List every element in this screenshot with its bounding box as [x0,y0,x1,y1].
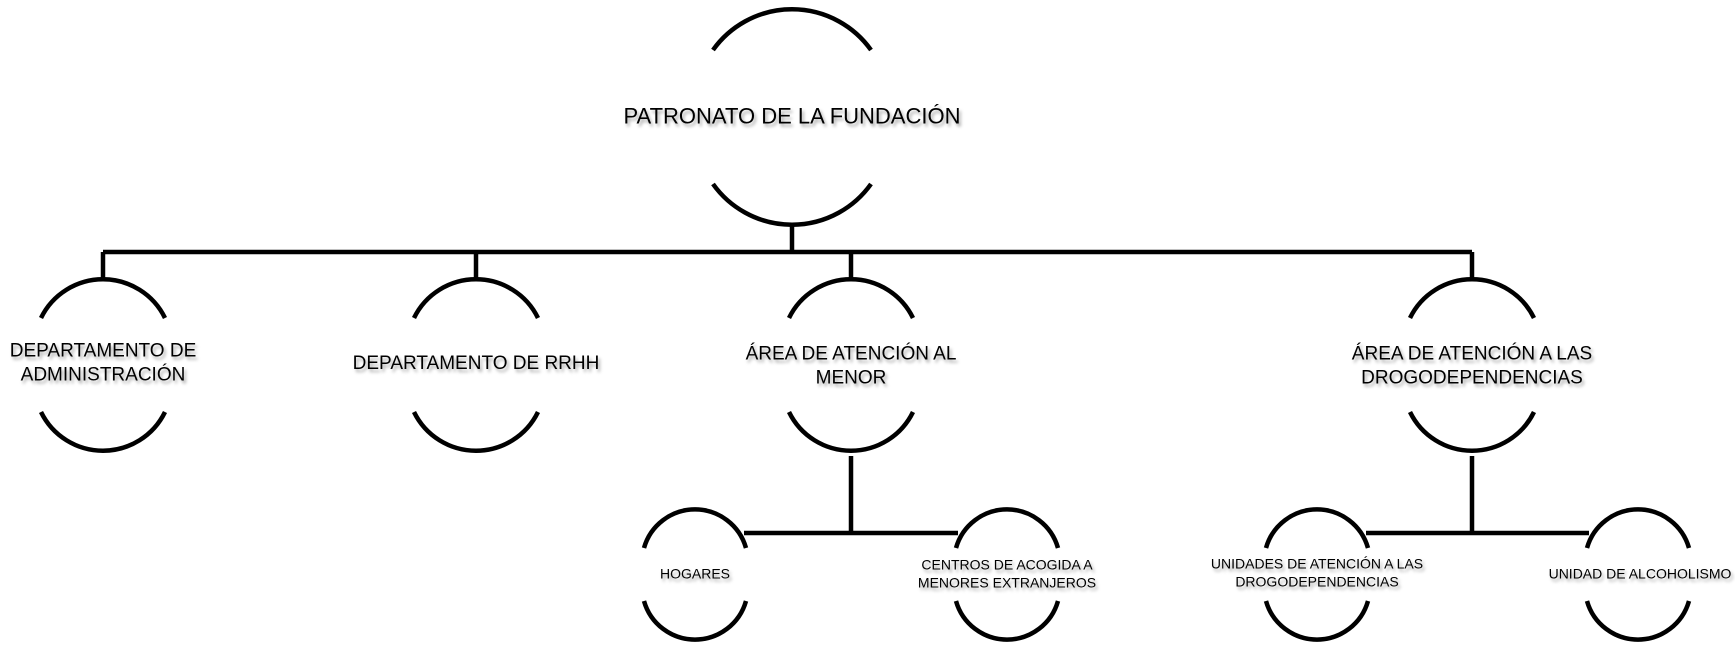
rrhh-bottom-arc [411,411,541,453]
node-administracion: DEPARTAMENTO DE ADMINISTRACIÓN [10,339,197,387]
node-unidades-atencion: UNIDADES DE ATENCIÓN A LAS DROGODEPENDEN… [1211,556,1423,591]
drogo-top-arc [1407,277,1537,319]
node-line: MENOR [815,367,887,388]
node-hogares: HOGARES [659,565,731,582]
node-atencion-drogodependencias: ÁREA DE ATENCIÓN A LAS DROGODEPENDENCIAS [1352,342,1592,390]
centros-bottom-arc [953,600,1061,642]
root-node-bottom-arc [711,182,873,227]
menor-bottom-arc [786,411,916,453]
hogares-bottom-arc [641,600,749,642]
node-unidad-alcoholismo: UNIDAD DE ALCOHOLISMO [1548,565,1732,582]
root-node-label: PATRONATO DE LA FUNDACIÓN [623,103,961,129]
node-line: DROGODEPENDENCIAS [1361,367,1583,388]
drogo-bottom-arc [1407,411,1537,453]
node-line: MENORES EXTRANJEROS [917,574,1097,590]
node-line: ÁREA DE ATENCIÓN AL [745,343,957,365]
node-line: ADMINISTRACIÓN [20,364,186,385]
unidades-top-arc [1263,507,1371,549]
node-atencion-menor: ÁREA DE ATENCIÓN AL MENOR [746,342,957,390]
node-line: CENTROS DE ACOGIDA A [921,556,1093,573]
menor-top-arc [786,277,916,319]
alcoholismo-top-arc [1584,507,1692,549]
hogares-top-arc [641,507,749,549]
admin-bottom-arc [38,411,168,453]
node-line: UNIDADES DE ATENCIÓN A LAS [1210,555,1424,572]
rrhh-top-arc [411,277,541,319]
node-rrhh: DEPARTAMENTO DE RRHH [352,353,600,375]
alcoholismo-bottom-arc [1584,600,1692,642]
centros-top-arc [953,507,1061,549]
node-line: ÁREA DE ATENCIÓN A LAS [1351,343,1593,365]
node-line: DEPARTAMENTO DE [9,340,197,362]
admin-top-arc [38,277,168,319]
node-centros-acogida: CENTROS DE ACOGIDA A MENORES EXTRANJEROS [918,557,1096,592]
unidades-bottom-arc [1263,600,1371,642]
node-line: DROGODEPENDENCIAS [1235,573,1399,589]
root-node-top-arc [711,7,873,52]
